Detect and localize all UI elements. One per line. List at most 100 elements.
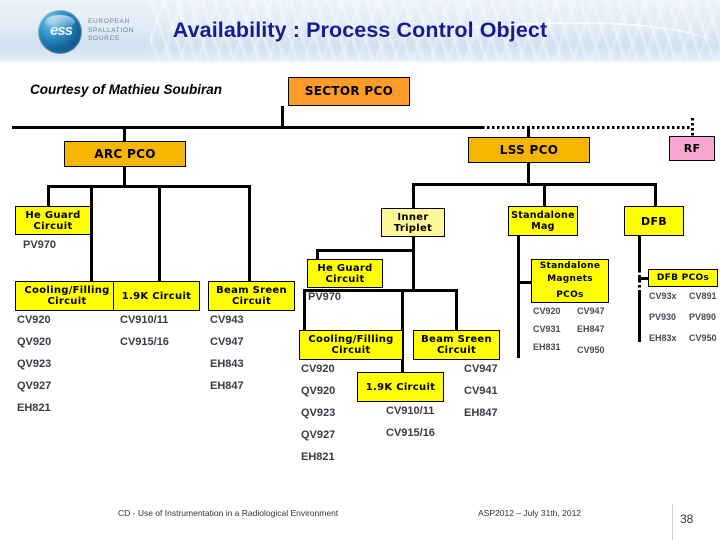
node-label-line1: Inner <box>397 211 429 223</box>
connector-lss-innertriplet <box>412 183 415 208</box>
triplet-cooling-item-0: CV920 <box>301 363 335 375</box>
node-arc-cooling-filling-circuit[interactable]: Cooling/Filling Circuit <box>15 281 119 311</box>
dfb-pco-right-0: CV891 <box>689 291 717 301</box>
connector-lsspco-stem <box>527 163 530 185</box>
node-label-line2: Circuit <box>436 345 477 356</box>
dfb-pco-left-2: EH83x <box>649 333 677 343</box>
connector-triplet-cooling <box>303 289 306 330</box>
standalone-pco-right-2: CV950 <box>577 345 605 355</box>
connector-lss-dfb <box>654 183 657 206</box>
node-dfb-pcos[interactable]: DFB PCOs <box>648 269 718 287</box>
node-label-line2: Triplet <box>393 222 433 234</box>
triplet-cooling-item-3: QV927 <box>301 429 336 441</box>
arc-cooling-item-3: QV927 <box>17 380 52 392</box>
node-triplet-19k-circuit[interactable]: 1.9K Circuit <box>357 372 444 402</box>
node-label-line2: Circuit <box>231 296 272 307</box>
node-arc-beam-screen-circuit[interactable]: Beam Sreen Circuit <box>208 281 295 311</box>
node-label-line1: Cooling/Filling <box>308 334 394 345</box>
triplet-19k-item-0: CV910/11 <box>386 405 435 417</box>
connector-standalone-to-pcos <box>517 281 531 284</box>
arc-cooling-item-0: CV920 <box>17 314 51 326</box>
arc-beamscreen-item-0: CV943 <box>210 314 244 326</box>
node-label-line1: Standalone <box>511 210 575 221</box>
ess-logo-line3: SOURCE <box>88 35 121 43</box>
courtesy-text: Courtesy of Mathieu Soubiran <box>30 82 223 97</box>
footer-center-text: ASP2012 – July 31th, 2012 <box>478 508 582 518</box>
node-label-line1: He Guard <box>317 262 373 274</box>
connector-triplet-heguard-bus <box>316 249 415 252</box>
connector-lss-standalone <box>543 183 546 206</box>
arc-he-guard-item-0: PV970 <box>23 239 57 251</box>
node-triplet-he-guard-circuit[interactable]: He Guard Circuit <box>307 259 383 288</box>
page-number: 38 <box>680 512 694 526</box>
connector-arc-19k <box>158 185 161 281</box>
node-inner-triplet[interactable]: Inner Triplet <box>381 208 445 237</box>
node-triplet-beam-screen-circuit[interactable]: Beam Sreen Circuit <box>413 330 500 360</box>
standalone-pco-left-2: EH831 <box>533 342 561 352</box>
standalone-pco-left-1: CV931 <box>533 324 561 334</box>
connector-standalone-stem <box>517 236 520 358</box>
node-dfb[interactable]: DFB <box>624 206 684 236</box>
arc-cooling-item-1: QV920 <box>17 336 52 348</box>
triplet-he-guard-item-0: PV970 <box>308 291 342 303</box>
slide-title: Availability : Process Control Object <box>172 18 548 42</box>
connector-arcpco-stem <box>123 167 126 187</box>
connector-arc-bus <box>47 185 251 188</box>
node-lss-pco[interactable]: LSS PCO <box>468 137 590 163</box>
connector-triplet-beamscreen <box>455 289 458 330</box>
arc-beamscreen-item-3: EH847 <box>210 380 244 392</box>
connector-main-bus-dotted <box>482 126 692 129</box>
dfb-pco-left-1: PV930 <box>649 312 677 322</box>
footer-left-text: CD - Use of Instrumentation in a Radiolo… <box>118 508 339 518</box>
arc-beamscreen-item-1: CV947 <box>210 336 244 348</box>
connector-main-bus <box>12 126 482 129</box>
triplet-beamscreen-item-1: CV941 <box>464 385 498 397</box>
standalone-pco-right-1: EH847 <box>577 324 605 334</box>
node-label-line2: Magnets <box>547 274 593 284</box>
arc-cooling-item-4: EH821 <box>17 402 51 414</box>
connector-arc-drop <box>123 126 126 141</box>
node-label-line2: Circuit <box>325 273 365 285</box>
node-standalone-mag[interactable]: Standalone Mag <box>508 206 578 236</box>
triplet-cooling-item-1: QV920 <box>301 385 336 397</box>
standalone-pco-right-0: CV947 <box>577 306 605 316</box>
ess-logo-orb-icon <box>38 10 82 54</box>
triplet-beamscreen-item-2: EH847 <box>464 407 498 419</box>
triplet-cooling-item-4: EH821 <box>301 451 335 463</box>
triplet-19k-item-1: CV915/16 <box>386 427 435 439</box>
node-sector-pco[interactable]: SECTOR PCO <box>288 77 410 106</box>
connector-dfb-stem <box>638 236 641 270</box>
connector-rf-drop-dotted <box>691 118 694 136</box>
node-standalone-magnets-pcos[interactable]: Standalone Magnets PCOs <box>531 259 609 303</box>
ess-logo: ess EUROPEAN SPALLATION SOURCE <box>38 8 154 56</box>
node-rf[interactable]: RF <box>669 136 715 161</box>
slide-header: ess EUROPEAN SPALLATION SOURCE Availabil… <box>0 0 720 64</box>
connector-arc-cooling <box>90 185 93 281</box>
header-decoration-arc <box>380 22 720 50</box>
node-label-line2: Circuit <box>33 220 73 232</box>
ess-logo-line2: SPALLATION <box>88 26 135 34</box>
connector-triplet-stem <box>412 237 415 289</box>
connector-triplet-heguard <box>316 249 319 259</box>
arc-19k-item-1: CV915/16 <box>120 336 169 348</box>
dfb-pco-left-0: CV93x <box>649 291 677 301</box>
node-arc-he-guard-circuit[interactable]: He Guard Circuit <box>15 206 91 235</box>
header-bottom-fade <box>0 60 720 64</box>
arc-beamscreen-item-2: EH843 <box>210 358 244 370</box>
node-label-line3: PCOs <box>556 290 584 300</box>
connector-lss-drop <box>527 126 530 137</box>
node-label-line1: Cooling/Filling <box>24 285 110 296</box>
connector-sector-stem <box>281 106 284 128</box>
standalone-pco-left-0: CV920 <box>533 306 561 316</box>
dfb-pco-right-1: PV890 <box>689 312 717 322</box>
node-label-line2: Circuit <box>331 345 371 356</box>
node-arc-pco[interactable]: ARC PCO <box>64 141 186 167</box>
node-label-line1: Beam Sreen <box>421 334 492 345</box>
node-label-line1: He Guard <box>25 209 81 221</box>
node-arc-19k-circuit[interactable]: 1.9K Circuit <box>113 281 200 311</box>
connector-lss-bus <box>412 183 657 186</box>
triplet-beamscreen-item-0: CV947 <box>464 363 498 375</box>
arc-cooling-item-2: QV923 <box>17 358 52 370</box>
node-triplet-cooling-filling-circuit[interactable]: Cooling/Filling Circuit <box>299 330 403 360</box>
node-label-line1: Beam Sreen <box>216 285 287 296</box>
